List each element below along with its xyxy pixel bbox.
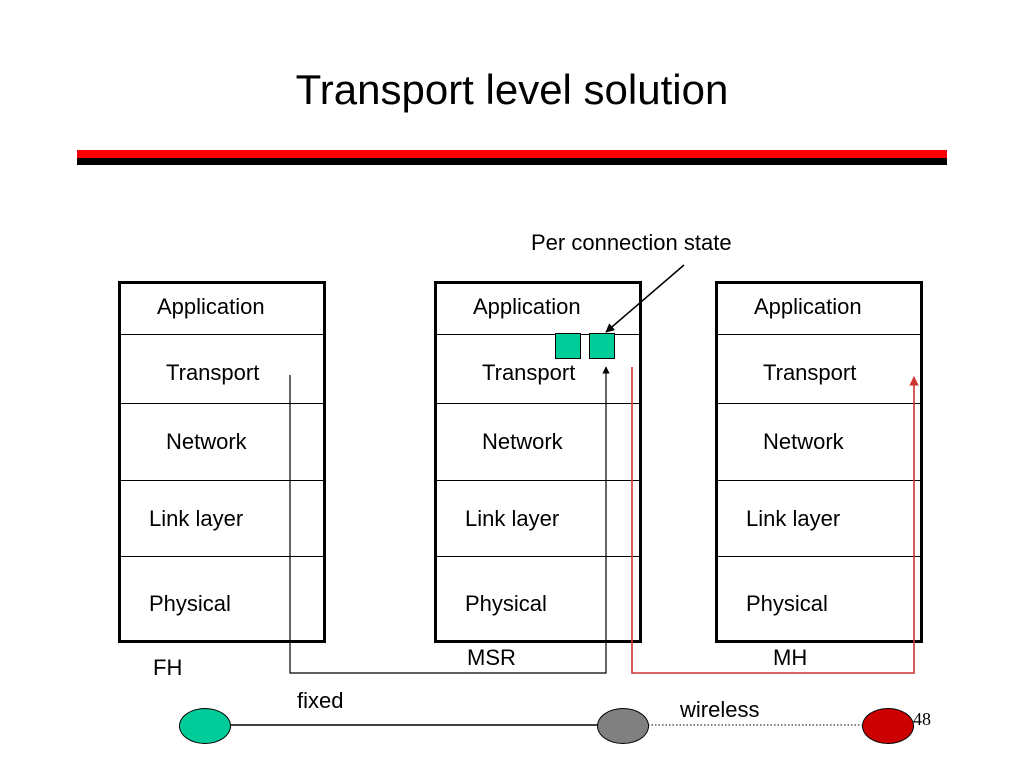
msr-layer-network: Network bbox=[437, 404, 639, 481]
fh-transport-label: Transport bbox=[166, 360, 260, 385]
fh-label: FH bbox=[153, 655, 183, 680]
mh-transport-label: Transport bbox=[763, 360, 857, 385]
page-number: 48 bbox=[913, 709, 931, 729]
mh-link-label: Link layer bbox=[746, 506, 841, 531]
mh-layer-physical: Physical bbox=[718, 557, 920, 640]
fh-layer-link: Link layer bbox=[121, 481, 323, 557]
msr-layer-physical: Physical bbox=[437, 557, 639, 640]
msr-label: MSR bbox=[467, 645, 516, 670]
callout-label: Per connection state bbox=[531, 230, 732, 255]
fh-protocol-stack: Application Transport Network Link layer… bbox=[118, 281, 326, 643]
msr-application-label: Application bbox=[473, 294, 581, 319]
fh-application-label: Application bbox=[157, 294, 265, 319]
mh-layer-transport: Transport bbox=[718, 335, 920, 404]
mh-layer-link: Link layer bbox=[718, 481, 920, 557]
fh-physical-label: Physical bbox=[149, 591, 231, 616]
wireless-link-label: wireless bbox=[680, 697, 760, 722]
wireless-connection-path bbox=[631, 367, 919, 674]
slide-title: Transport level solution bbox=[295, 66, 729, 113]
mh-protocol-stack: Application Transport Network Link layer… bbox=[715, 281, 923, 643]
fixed-connection-path bbox=[289, 366, 610, 674]
fh-layer-transport: Transport bbox=[121, 335, 323, 404]
title-underline-red bbox=[77, 150, 947, 158]
mh-network-label: Network bbox=[763, 429, 844, 454]
connection-state-box-1 bbox=[555, 333, 581, 359]
mh-node bbox=[862, 708, 914, 744]
msr-layer-transport: Transport bbox=[437, 335, 639, 404]
fh-node bbox=[179, 708, 231, 744]
callout-arrow bbox=[605, 264, 685, 333]
fh-link-label: Link layer bbox=[149, 506, 244, 531]
msr-node bbox=[597, 708, 649, 744]
msr-network-label: Network bbox=[482, 429, 563, 454]
mh-physical-label: Physical bbox=[746, 591, 828, 616]
msr-link-label: Link layer bbox=[465, 506, 560, 531]
msr-layer-link: Link layer bbox=[437, 481, 639, 557]
mh-layer-network: Network bbox=[718, 404, 920, 481]
fh-layer-network: Network bbox=[121, 404, 323, 481]
msr-physical-label: Physical bbox=[465, 591, 547, 616]
fh-layer-application: Application bbox=[121, 284, 323, 335]
mh-layer-application: Application bbox=[718, 284, 920, 335]
msr-transport-label: Transport bbox=[482, 360, 576, 385]
msr-layer-application: Application bbox=[437, 284, 639, 335]
fixed-link-label: fixed bbox=[297, 688, 344, 713]
mh-application-label: Application bbox=[754, 294, 862, 319]
connection-state-box-2 bbox=[589, 333, 615, 359]
mh-label: MH bbox=[773, 645, 808, 670]
fh-network-label: Network bbox=[166, 429, 247, 454]
title-underline-black bbox=[77, 158, 947, 165]
fh-layer-physical: Physical bbox=[121, 557, 323, 640]
